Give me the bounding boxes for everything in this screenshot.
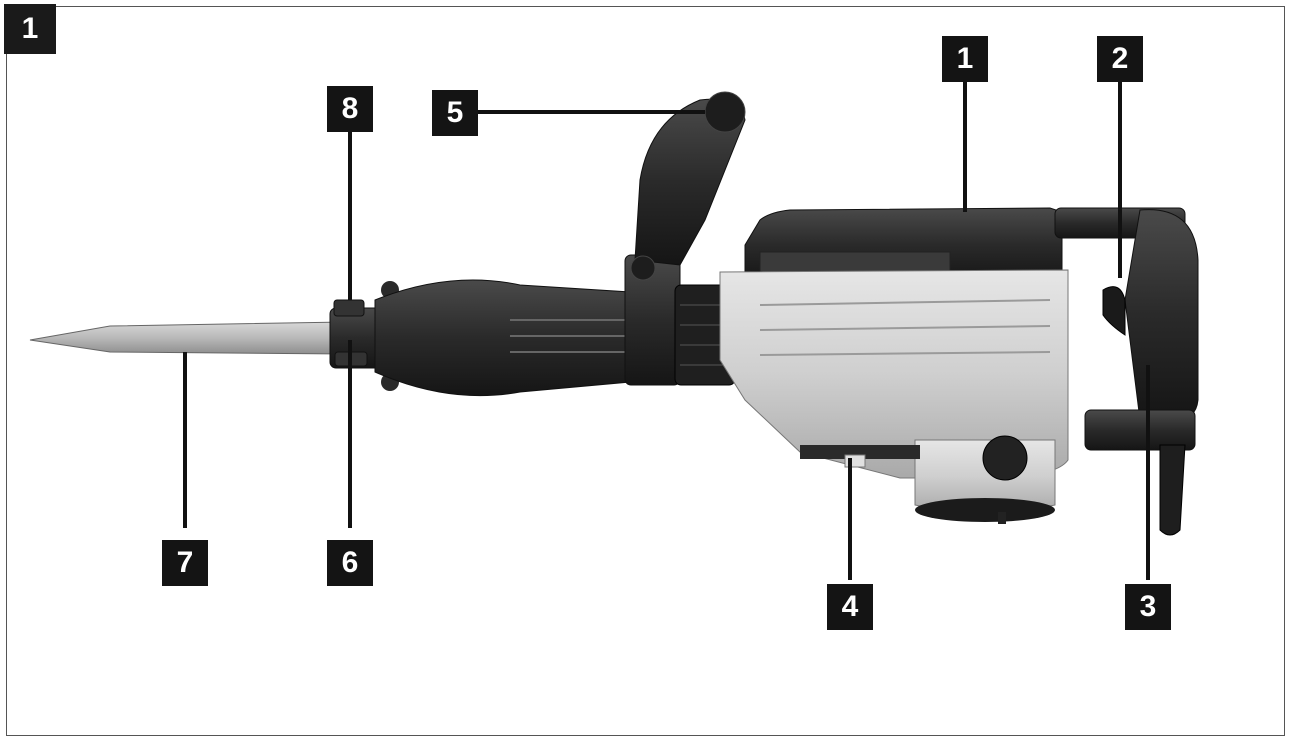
callout-2: 2 [1097, 36, 1143, 82]
motor-housing [719, 269, 1069, 479]
callout-6: 6 [327, 540, 373, 586]
side-handle [624, 91, 746, 386]
callout-7: 7 [162, 540, 208, 586]
callout-3: 3 [1125, 584, 1171, 630]
leader-lines [183, 82, 1150, 580]
figure-number-badge: 1 [4, 4, 56, 54]
callout-4: 4 [827, 584, 873, 630]
callout-1: 1 [942, 36, 988, 82]
crank-housing [914, 435, 1056, 524]
front-barrel [374, 279, 631, 397]
tool-holder [329, 281, 399, 391]
callout-5: 5 [432, 90, 478, 136]
chisel-bit [29, 321, 346, 355]
callout-8: 8 [327, 86, 373, 132]
rear-handle [1054, 207, 1199, 536]
